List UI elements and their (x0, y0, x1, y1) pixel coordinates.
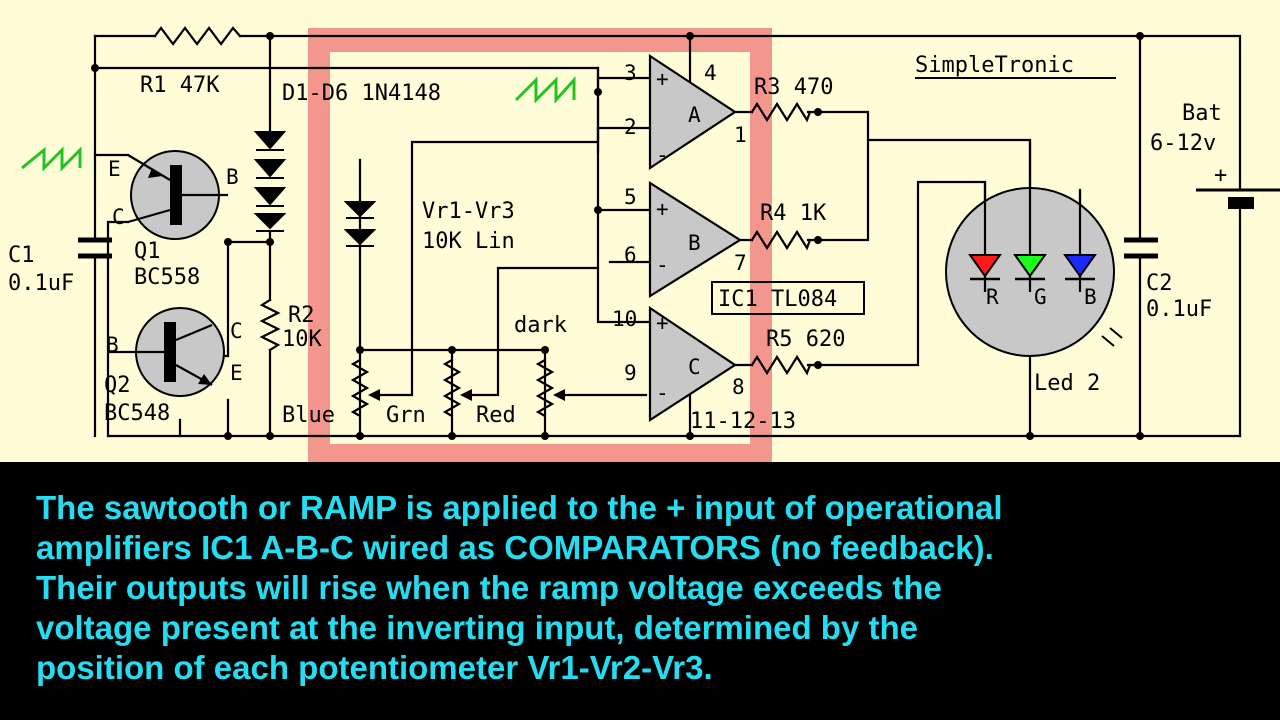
schematic-panel: SimpleTronic R1 47K D1-D6 1N4148 C1 0.1u… (0, 0, 1280, 462)
caption-line-4: voltage present at the inverting input, … (36, 609, 918, 646)
r4-label: R4 1K (760, 201, 827, 226)
brand-label: SimpleTronic (915, 53, 1074, 78)
opamp-a-minus: - (656, 143, 669, 167)
pin-5: 5 (624, 185, 637, 209)
opamp-c-minus: - (656, 381, 669, 405)
potentiometers (350, 359, 555, 417)
dark-label: dark (514, 313, 567, 338)
q2-collector-label: C (230, 319, 243, 343)
led-red (968, 254, 1002, 278)
ic-label: IC1 TL084 (718, 287, 837, 312)
caption-line-5: position of each potentiometer Vr1-Vr2-V… (36, 649, 713, 686)
pot-grn-label: Grn (386, 403, 426, 428)
ic-supply-pins: 11-12-13 (690, 409, 796, 434)
led-blue (1063, 254, 1097, 278)
led-b-label: B (1084, 285, 1097, 309)
led-green (1013, 254, 1047, 278)
circuit-diagram: SimpleTronic R1 47K D1-D6 1N4148 C1 0.1u… (8, 26, 1280, 462)
opamp-a-plus: + (656, 67, 669, 91)
c2-name: C2 (1146, 271, 1173, 296)
opamp-b-minus: - (656, 253, 669, 277)
q2-part: BC548 (104, 401, 170, 426)
transistor-q1 (127, 150, 228, 240)
pot-wiper-arrows (368, 389, 565, 401)
opamp-b-plus: + (656, 197, 669, 221)
capacitor-c2 (1124, 237, 1158, 259)
battery-value: 6-12v (1150, 131, 1216, 156)
vr-name: Vr1-Vr3 (422, 199, 515, 224)
caption-line-2: amplifiers IC1 A-B-C wired as COMPARATOR… (36, 529, 994, 566)
led-r-label: R (986, 285, 999, 309)
resistor-r3 (750, 101, 812, 123)
led-g-label: G (1034, 285, 1047, 309)
r5-label: R5 620 (766, 327, 845, 352)
resistor-r5 (750, 354, 812, 376)
pin-10: 10 (612, 307, 637, 331)
battery-plus: + (1214, 163, 1227, 188)
opamp-a-label: A (688, 103, 701, 127)
q2-emitter-label: E (230, 361, 243, 385)
q2-name: Q2 (104, 373, 131, 398)
wire-wipers (378, 126, 648, 397)
pot-red-label: Red (476, 403, 516, 428)
caption-line-1: The sawtooth or RAMP is applied to the +… (36, 489, 1003, 526)
c1-name: C1 (8, 243, 35, 268)
wire-q-link (106, 220, 230, 438)
led-name: Led 2 (1034, 371, 1100, 396)
ramp-waveforms (21, 76, 576, 172)
ic-label-box (711, 281, 865, 315)
q1-collector-label: C (112, 205, 125, 229)
resistor-r4 (750, 229, 812, 251)
caption-line-3: Their outputs will rise when the ramp vo… (36, 569, 942, 606)
pin-7: 7 (734, 251, 747, 275)
r1-label: R1 47K (140, 73, 220, 98)
led-package (945, 140, 1123, 357)
pin-3: 3 (624, 61, 637, 85)
q1-name: Q1 (134, 239, 161, 264)
opamp-c-label: C (688, 355, 701, 379)
pin-6: 6 (624, 243, 637, 267)
q2-base-label: B (106, 333, 119, 357)
q1-part: BC558 (134, 265, 200, 290)
resistor-r1 (153, 26, 242, 46)
pin-8: 8 (732, 375, 745, 399)
pot-blue-label: Blue (282, 403, 335, 428)
opamp-c-plus: + (656, 311, 669, 335)
pin-2: 2 (624, 115, 637, 139)
r2-name: R2 (288, 303, 315, 328)
resistor-r2 (259, 298, 281, 352)
capacitor-c1 (78, 237, 112, 259)
pin-4: 4 (704, 61, 717, 85)
c2-value: 0.1uF (1146, 297, 1212, 322)
caption-panel: The sawtooth or RAMP is applied to the +… (0, 462, 1280, 720)
opamps (648, 53, 743, 423)
pin-9: 9 (624, 361, 637, 385)
r2-value: 10K (282, 327, 322, 352)
vr-value: 10K Lin (422, 229, 515, 254)
c1-value: 0.1uF (8, 271, 74, 296)
diode-string (253, 131, 377, 247)
battery-name: Bat (1182, 101, 1222, 126)
opamp-b-label: B (688, 231, 701, 255)
pin-1: 1 (734, 123, 747, 147)
battery-symbol (1196, 188, 1280, 209)
q1-emitter-label: E (108, 157, 121, 181)
transistor-q2 (108, 307, 225, 397)
diodes-label: D1-D6 1N4148 (282, 81, 441, 106)
wire-top-rail (93, 34, 1242, 438)
junction-dots (91, 32, 1144, 440)
q1-base-label: B (226, 165, 239, 189)
r3-label: R3 470 (754, 75, 833, 100)
